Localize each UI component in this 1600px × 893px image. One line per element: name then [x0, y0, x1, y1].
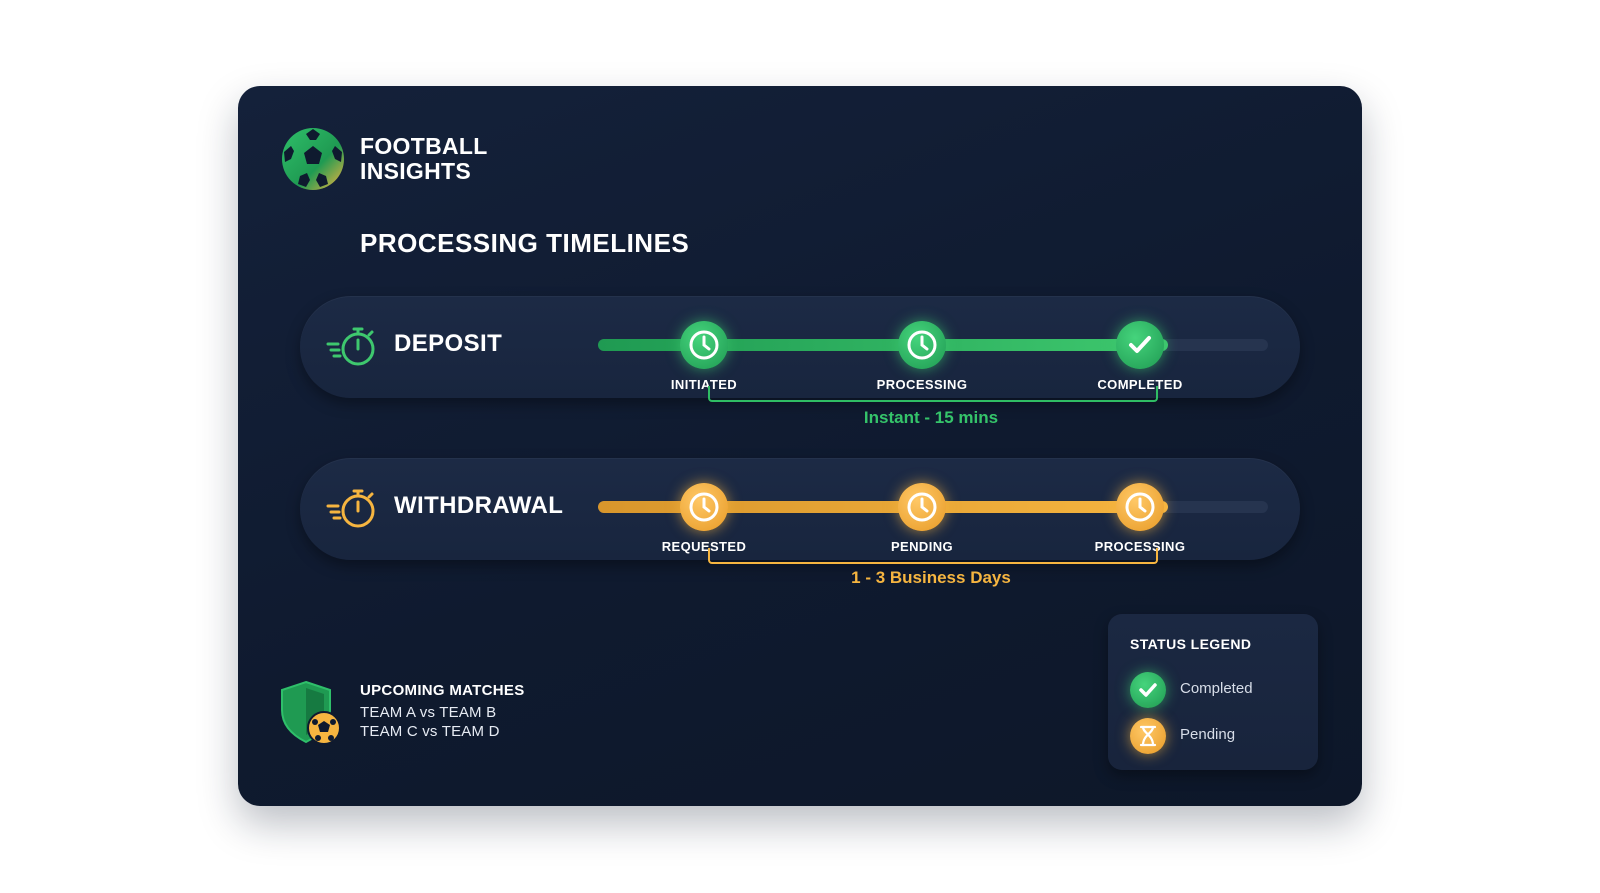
- deposit-duration: Instant - 15 mins: [863, 408, 999, 427]
- clock-icon: [907, 492, 937, 522]
- step-node-requested: [680, 483, 728, 531]
- step-node-processing: [1116, 483, 1164, 531]
- step-label: PROCESSING: [876, 377, 968, 392]
- brand-line-2: INSIGHTS: [360, 158, 472, 184]
- step-node-completed: [1116, 321, 1164, 369]
- clock-icon: [907, 330, 937, 360]
- stopwatch-icon: [326, 489, 375, 528]
- timeline-deposit: DEPOSIT INITIATED PROCESSING COMPLETED: [300, 296, 1300, 398]
- clock-icon: [1125, 492, 1155, 522]
- legend-label: Pending: [1180, 726, 1236, 743]
- step-label: COMPLETED: [1097, 377, 1183, 392]
- stopwatch-icon: [326, 327, 375, 366]
- clock-icon: [689, 492, 719, 522]
- legend-label: Completed: [1180, 680, 1253, 697]
- legend-pending-dot: [1130, 718, 1166, 754]
- duration-bracket: [708, 548, 1158, 564]
- matches-title: UPCOMING MATCHES: [360, 682, 525, 699]
- shield-soccer-ball-icon: [281, 680, 341, 745]
- step-label: PENDING: [890, 539, 954, 554]
- hourglass-icon: [1139, 725, 1157, 747]
- step-node-processing: [898, 321, 946, 369]
- check-icon: [1129, 336, 1151, 353]
- brand-name: FOOTBALL INSIGHTS: [360, 134, 488, 184]
- processing-timelines-card: FOOTBALL INSIGHTS PROCESSING TIMELINES D…: [238, 86, 1362, 806]
- clock-icon: [689, 330, 719, 360]
- soccer-ball-logo-icon: [282, 128, 344, 190]
- timeline-withdrawal: WITHDRAWAL REQUESTED PENDING PROCESSING: [300, 458, 1300, 560]
- check-icon: [1139, 683, 1157, 697]
- withdrawal-duration: 1 - 3 Business Days: [851, 568, 1011, 587]
- match-item[interactable]: TEAM C vs TEAM D: [360, 723, 500, 740]
- status-legend: STATUS LEGEND Completed Pending: [1108, 614, 1318, 770]
- step-node-initiated: [680, 321, 728, 369]
- duration-bracket: [708, 386, 1158, 402]
- step-node-pending: [898, 483, 946, 531]
- step-label: PROCESSING: [1094, 539, 1186, 554]
- match-item[interactable]: TEAM A vs TEAM B: [360, 704, 497, 721]
- step-label: INITIATED: [670, 377, 738, 392]
- progress-fill: [598, 501, 1168, 513]
- timeline-title: DEPOSIT: [394, 330, 503, 357]
- section-title: PROCESSING TIMELINES: [360, 228, 690, 258]
- legend-completed-dot: [1130, 672, 1166, 708]
- upcoming-matches: UPCOMING MATCHES TEAM A vs TEAM B TEAM C…: [360, 682, 525, 741]
- timeline-title: WITHDRAWAL: [394, 492, 564, 519]
- progress-fill: [598, 339, 1168, 351]
- legend-title: STATUS LEGEND: [1130, 636, 1252, 652]
- brand-line-1: FOOTBALL: [360, 133, 488, 159]
- step-label: REQUESTED: [661, 539, 747, 554]
